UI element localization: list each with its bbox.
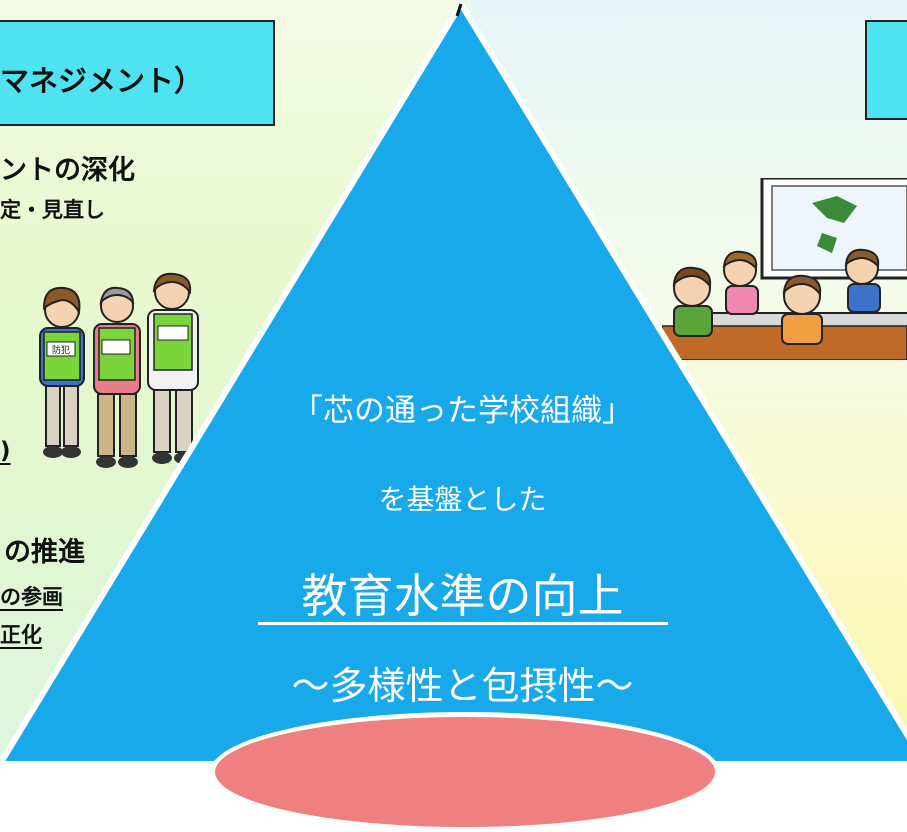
patrol-volunteers-illustration: 防犯 [39, 272, 199, 468]
left-header-text: マネジメント） [0, 64, 204, 98]
center-title: 教育水準の向上 [301, 569, 624, 623]
left-line-paren: ) [0, 438, 11, 464]
central-triangle [0, 3, 907, 764]
left-header-box [0, 20, 275, 126]
left-line-optimization: 正化 [0, 623, 42, 647]
center-line-organization: 「芯の通った学校組織」 [292, 393, 633, 429]
left-line-participation: の参画 [0, 585, 63, 609]
right-header-box [865, 20, 907, 120]
pink-base-arc [210, 712, 720, 832]
left-line-deepening: ントの深化 [0, 155, 135, 186]
left-line-promotion: の推進 [4, 537, 85, 568]
title-underline [258, 622, 668, 625]
armband-label: 防犯 [52, 344, 70, 356]
center-subtitle: ～多様性と包摂性～ [291, 664, 634, 708]
classroom-children-illustration [662, 178, 907, 360]
center-line-basis: を基盤とした [378, 483, 547, 516]
left-line-review: 定・見直し [0, 198, 105, 222]
